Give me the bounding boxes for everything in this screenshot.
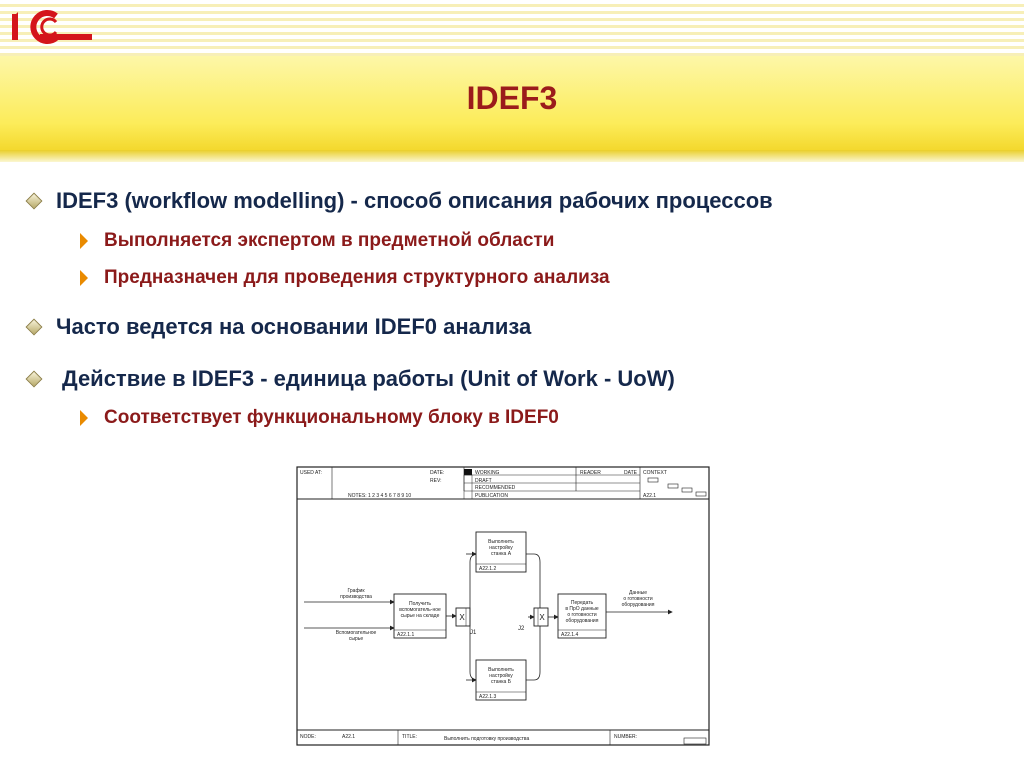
bullet-1-1-text: Выполняется экспертом в предметной облас… (104, 230, 555, 251)
box-1-id: A22.1.1 (397, 632, 414, 638)
diamond-bullet-icon (25, 192, 43, 210)
diamond-bullet-icon (25, 318, 43, 336)
box-1-line-2: вспомогатель-ное (399, 607, 441, 613)
status-publication: PUBLICATION (475, 493, 508, 499)
bullet-3-1: Соответствует функциональному блоку в ID… (80, 407, 559, 429)
box-4-line-4: оборудования (566, 618, 599, 624)
node-id: A22.1 (342, 734, 355, 740)
junction-1-name: J1 (470, 630, 477, 636)
arrow-bullet-icon (80, 233, 88, 249)
box-3-id: A22.1.3 (479, 694, 496, 700)
junction-2-symbol: X (539, 613, 545, 622)
status-working: WORKING (475, 470, 500, 476)
bullet-1-text: IDEF3 (workflow modelling) - способ опис… (56, 188, 773, 213)
title-label: TITLE: (402, 734, 417, 740)
diamond-bullet-icon (25, 370, 43, 388)
input-2-line-1: Вспомогательное (336, 630, 377, 636)
status-draft: DRAFT (475, 478, 492, 484)
box-2-line-2: настройку (489, 544, 513, 551)
output-line-1: Данные (629, 590, 647, 596)
title-band (0, 56, 1024, 152)
notes-label: NOTES: 1 2 3 4 5 6 7 8 9 10 (348, 493, 411, 499)
bullet-1: IDEF3 (workflow modelling) - способ опис… (25, 188, 773, 214)
bullet-3: Действие в IDEF3 - единица работы (Unit … (25, 366, 675, 392)
box-4-line-3: о готовности (567, 612, 597, 618)
logo: 1С (10, 8, 94, 48)
output-line-2: о готовности (623, 596, 653, 602)
input-1-line-2: производства (340, 594, 372, 600)
arrow-bullet-icon (80, 410, 88, 426)
box-3-line-2: настройку (489, 672, 513, 679)
box-3-line-1: Выполнить (488, 667, 514, 673)
box-3-line-3: станка Б (491, 679, 512, 685)
idef3-diagram: USED AT: DATE: REV: WORKING DRAFT RECOMM… (296, 466, 710, 746)
junction-1-symbol: X (459, 613, 465, 622)
context-id: A22.1 (643, 493, 656, 499)
box-4-line-2: в ПрО данные (565, 606, 599, 612)
arrow-bullet-icon (80, 270, 88, 286)
status-recommended: RECOMMENDED (475, 485, 516, 491)
used-at-label: USED AT: (300, 470, 322, 476)
bullet-1-1: Выполняется экспертом в предметной облас… (80, 230, 554, 252)
box-4-id: A22.1.4 (561, 632, 578, 638)
node-label: NODE: (300, 734, 316, 740)
input-1-line-1: График (347, 588, 365, 594)
box-1-line-3: сырье на складе (401, 613, 440, 619)
page-title: IDEF3 (466, 80, 558, 116)
bullet-3-text: Действие в IDEF3 - единица работы (Unit … (62, 366, 675, 391)
output-line-3: оборудования (622, 602, 655, 608)
box-2-id: A22.1.2 (479, 566, 496, 572)
bullet-3-1-text: Соответствует функциональному блоку в ID… (104, 407, 559, 428)
context-label: CONTEXT (643, 470, 667, 476)
box-1-line-1: Получить (409, 601, 431, 607)
box-2-line-1: Выполнить (488, 539, 514, 545)
junction-2-name: J2 (518, 626, 525, 632)
bullet-2: Часто ведется на основании IDEF0 анализа (25, 314, 532, 340)
title-band-edge (0, 150, 1024, 162)
diagram-title: Выполнить подготовку производства (444, 736, 529, 742)
input-2-line-2: сырье (349, 636, 363, 642)
date-label: DATE: (430, 470, 444, 476)
number-label: NUMBER: (614, 734, 637, 740)
idef3-diagram-svg: USED AT: DATE: REV: WORKING DRAFT RECOMM… (296, 466, 710, 746)
bullet-2-text: Часто ведется на основании IDEF0 анализа (56, 314, 532, 339)
bullet-1-2-text: Предназначен для проведения структурного… (104, 267, 610, 288)
reader-label: READER (580, 470, 601, 476)
box-4-line-1: Передать (571, 600, 594, 606)
box-2-line-3: станка А (491, 551, 512, 557)
header-stripes (0, 0, 1024, 56)
date-label-2: DATE (624, 470, 638, 476)
bullet-1-2: Предназначен для проведения структурного… (80, 267, 610, 289)
rev-label: REV: (430, 478, 441, 484)
